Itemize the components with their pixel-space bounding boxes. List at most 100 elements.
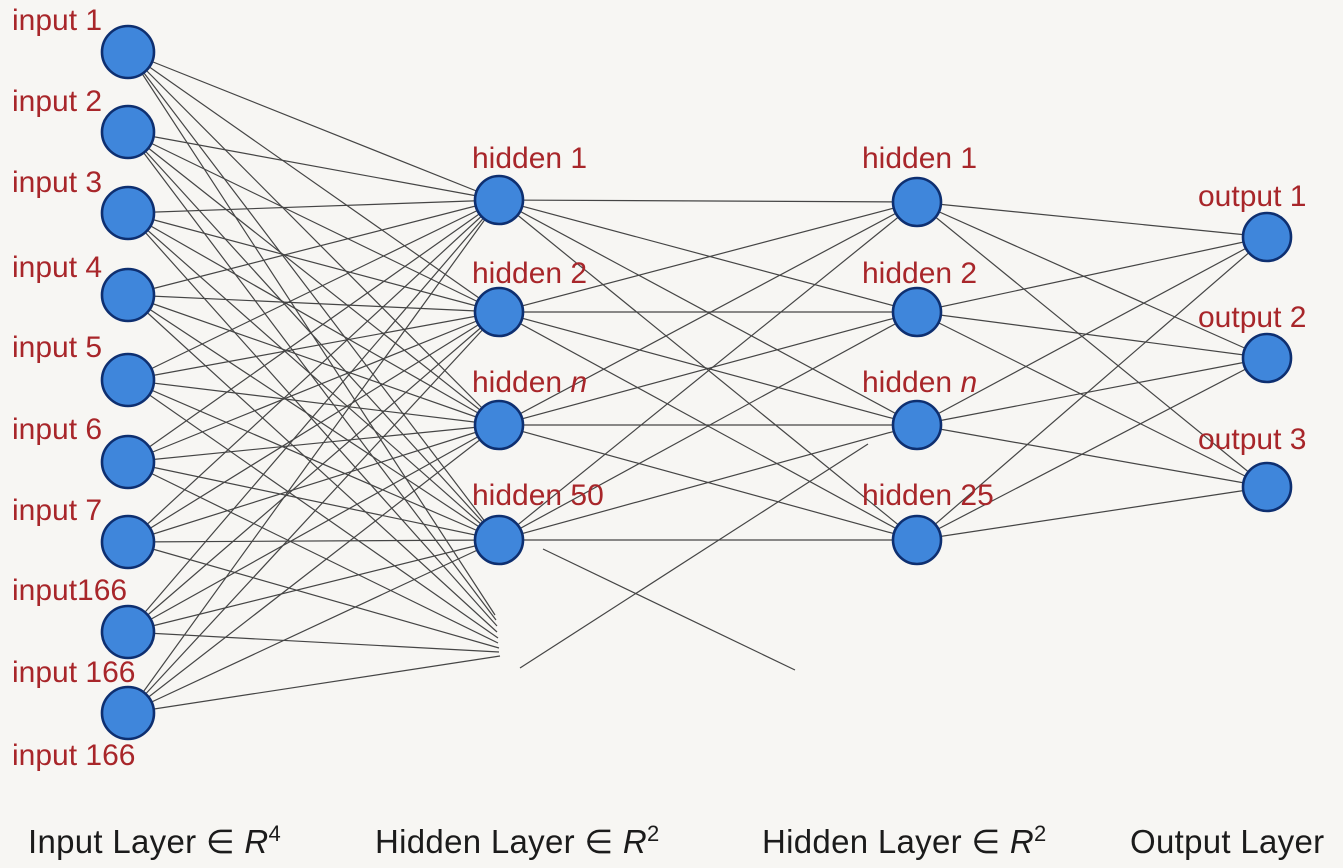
input-layer-node-label-3: input 3 — [12, 166, 102, 199]
input-layer-node-8 — [100, 604, 156, 660]
hidden-layer-2-node-label-4: hidden 25 — [862, 479, 994, 512]
edge — [127, 294, 500, 426]
edge — [916, 236, 1268, 426]
hidden-layer-2-node-2 — [891, 286, 943, 338]
input-layer-node-7 — [100, 514, 156, 570]
edge — [127, 199, 500, 381]
layer-caption-1: Input Layer ∈ R4 — [28, 821, 281, 860]
hidden-layer-2-node-1 — [891, 176, 943, 228]
edge — [127, 311, 500, 633]
edge — [127, 199, 500, 296]
edge — [127, 539, 500, 714]
edge — [916, 311, 1268, 359]
edge — [127, 311, 500, 381]
edge — [498, 311, 918, 426]
edge — [916, 236, 1268, 313]
edge — [916, 357, 1268, 541]
hidden-layer-2-node-label-2: hidden 2 — [862, 257, 977, 290]
edge-extra — [127, 631, 500, 653]
edge — [498, 201, 918, 313]
edge — [498, 199, 918, 313]
input-layer-node-label-6: input 6 — [12, 413, 102, 446]
edge — [127, 131, 500, 426]
edges-group — [127, 51, 1268, 714]
edge-extra — [127, 294, 498, 633]
output-layer-node-3 — [1241, 461, 1293, 513]
edge — [127, 51, 500, 426]
edge-extra — [127, 461, 499, 644]
input-layer-node-label-1: input 1 — [12, 4, 102, 37]
edge — [127, 539, 500, 633]
hidden-layer-1-node-label-1: hidden 1 — [472, 142, 587, 175]
edge — [127, 51, 500, 313]
edge — [127, 199, 500, 543]
edge-extra — [127, 51, 496, 616]
edge — [916, 424, 1268, 488]
edge-extra — [127, 379, 499, 639]
input-layer-node-label-9: input 166 — [12, 656, 135, 689]
edge — [127, 311, 500, 714]
input-layer-node-label-8: input166 — [12, 574, 127, 607]
edge — [127, 51, 500, 541]
edge-extra — [127, 541, 500, 649]
output-layer-node-label-3: output 3 — [1198, 423, 1306, 456]
edge — [127, 131, 500, 201]
edge — [127, 131, 500, 313]
hidden-layer-1-node-label-2: hidden 2 — [472, 257, 587, 290]
hidden-layer-1-node-label-4: hidden 50 — [472, 479, 604, 512]
hidden-layer-1-node-3 — [473, 399, 525, 451]
input-layer-node-5 — [100, 352, 156, 408]
edge — [916, 201, 1268, 359]
layer-caption-2: Hidden Layer ∈ R2 — [375, 821, 660, 860]
edge — [916, 201, 1268, 488]
edge — [916, 486, 1268, 541]
edge — [127, 311, 500, 543]
edge-extra — [519, 443, 869, 669]
edge-extra — [127, 212, 498, 627]
edge — [127, 294, 500, 313]
hidden-layer-1: hidden 1 hidden 2 hidden n hidden 50 — [472, 142, 604, 566]
hidden-layer-2-node-4 — [891, 514, 943, 566]
edge — [916, 236, 1268, 541]
hidden-layer-2-node-label-1: hidden 1 — [862, 142, 977, 175]
input-layer-node-label-4: input 4 — [12, 251, 102, 284]
input-layer-node-1 — [100, 24, 156, 80]
edge — [498, 199, 918, 203]
output-layer-node-1 — [1241, 211, 1293, 263]
hidden-layer-1-node-label-3: hidden n — [472, 366, 587, 399]
edge — [127, 539, 500, 543]
edge — [127, 379, 500, 541]
edge — [498, 311, 918, 541]
edge — [127, 424, 500, 543]
edge — [127, 424, 500, 633]
edge — [498, 201, 918, 541]
edge — [127, 212, 500, 426]
hidden-layer-2-node-3 — [891, 399, 943, 451]
output-layer: output 1 output 2 output 3 — [1198, 180, 1306, 513]
input-layer-extra-label-1: input 166 — [12, 739, 135, 772]
hidden-layer-2-node-label-3: hidden n — [862, 366, 977, 399]
edge — [127, 424, 500, 714]
input-layer-node-label-7: input 7 — [12, 494, 102, 527]
layer-caption-4: Output Layer — [1130, 823, 1324, 860]
output-layer-node-label-1: output 1 — [1198, 180, 1306, 213]
edge — [127, 51, 500, 201]
output-layer-node-label-2: output 2 — [1198, 301, 1306, 334]
edge — [916, 311, 1268, 488]
hidden-layer-1-node-1 — [473, 174, 525, 226]
edge — [127, 199, 500, 463]
input-layer-node-2 — [100, 104, 156, 160]
edge-extra — [127, 131, 497, 621]
input-layer-node-3 — [100, 185, 156, 241]
edge — [127, 199, 500, 714]
input-layer-node-4 — [100, 267, 156, 323]
edge-extra — [127, 655, 501, 714]
edge — [916, 357, 1268, 426]
input-layer-node-label-2: input 2 — [12, 85, 102, 118]
edge — [127, 379, 500, 426]
output-layer-node-2 — [1241, 332, 1293, 384]
